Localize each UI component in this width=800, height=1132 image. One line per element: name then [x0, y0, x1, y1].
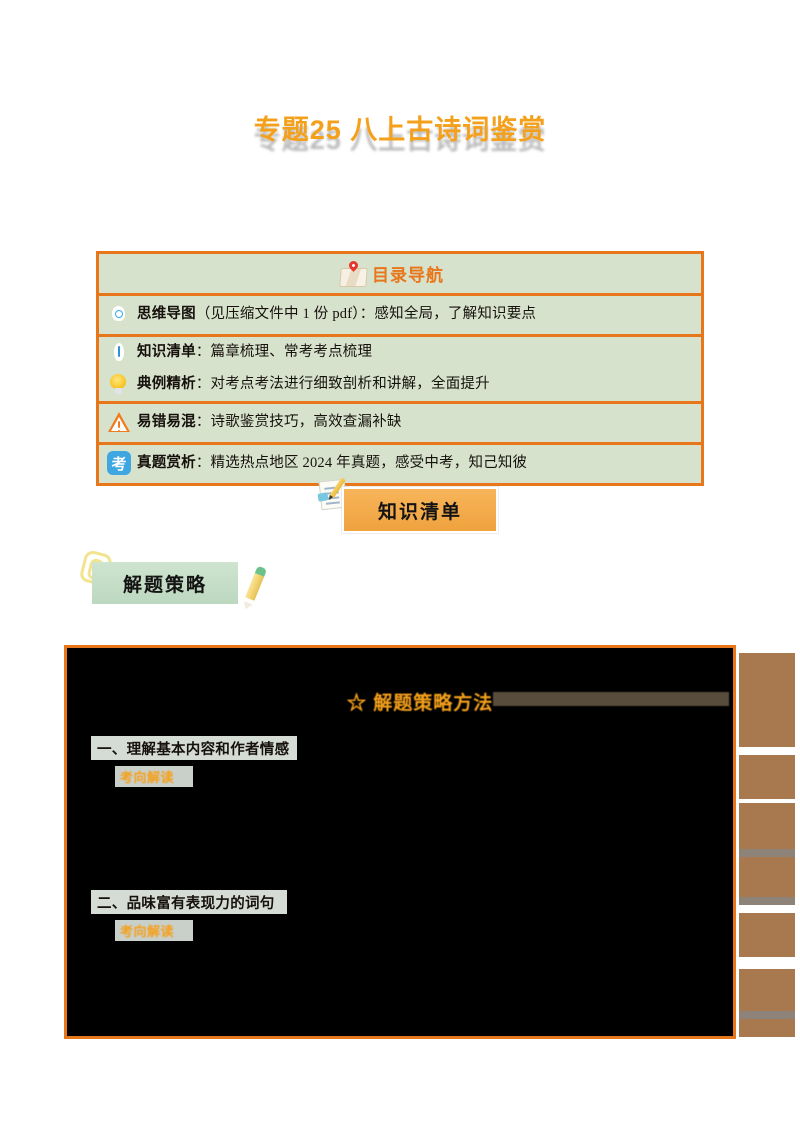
nav-row-text: ：精选热点地区 2024 年真题，感受中考，知己知彼 — [195, 455, 528, 472]
content-tag-2-text: 考向解读 — [120, 924, 175, 939]
content-tag-1: 考向解读 — [115, 766, 193, 787]
nav-row-common-mistakes: 易错易混：诗歌鉴赏技巧，高效查漏补缺 — [99, 404, 701, 445]
page-title-shadow: 专题25 八上古诗词鉴赏 — [253, 125, 547, 155]
redaction-block — [739, 897, 795, 905]
content-tag-2: 考向解读 — [115, 920, 193, 941]
nav-row-example-analysis: 典例精析：对考点考法进行细致剖析和讲解，全面提升 — [99, 369, 701, 401]
knowledge-checklist-banner: 知识清单 — [317, 476, 508, 536]
directory-nav-title: 目录导航 — [372, 266, 444, 285]
content-tag-1-text: 考向解读 — [120, 770, 175, 785]
warning-triangle-icon — [107, 410, 133, 436]
nav-row-lead: 真题赏析 — [137, 455, 196, 472]
exam-kao-icon: 考 — [107, 451, 133, 477]
pen-checklist-icon — [107, 340, 133, 366]
redaction-block — [739, 849, 795, 857]
nav-row-text: ：对考点考法进行细致剖析和讲解，全面提升 — [195, 376, 490, 393]
redaction-block — [739, 755, 795, 799]
redaction-block — [739, 1011, 795, 1019]
nav-row-lead: 典例精析 — [137, 376, 196, 393]
redaction-block — [739, 913, 795, 957]
solving-strategy-banner: 解题策略 — [76, 549, 268, 614]
content-heading-1: 一、理解基本内容和作者情感 — [91, 736, 297, 760]
nav-row-real-exam: 考 真题赏析：精选热点地区 2024 年真题，感受中考，知己知彼 — [99, 445, 701, 483]
redaction-block — [739, 1019, 795, 1037]
content-heading-1-text: 一、理解基本内容和作者情感 — [97, 741, 290, 758]
mind-map-icon — [107, 302, 133, 328]
knowledge-checklist-label: 知识清单 — [377, 501, 462, 523]
pencil-icon — [240, 565, 268, 612]
content-heading-2: 二、品味富有表现力的词句 — [91, 890, 287, 914]
nav-row-text: （见压缩文件中 1 份 pdf）：感知全局，了解知识要点 — [195, 306, 537, 323]
redaction-block — [739, 857, 795, 897]
nav-row-text: ：篇章梳理、常考考点梳理 — [195, 344, 373, 361]
redaction-block — [739, 969, 795, 1011]
redaction-block — [739, 653, 795, 747]
content-heading-2-text: 二、品味富有表现力的词句 — [97, 895, 275, 912]
nav-row-mind-map: 思维导图（见压缩文件中 1 份 pdf）：感知全局，了解知识要点 — [99, 296, 701, 337]
nav-row-text: ：诗歌鉴赏技巧，高效查漏补缺 — [195, 414, 402, 431]
directory-nav-header: 目录导航 — [99, 254, 701, 296]
nav-row-group-checklist-analysis: 知识清单：篇章梳理、常考考点梳理 典例精析：对考点考法进行细致剖析和讲解，全面提… — [99, 337, 701, 404]
lightbulb-icon — [107, 372, 133, 398]
directory-nav-box: 目录导航 思维导图（见压缩文件中 1 份 pdf）：感知全局，了解知识要点 知识… — [96, 251, 704, 486]
redaction-block — [739, 803, 795, 849]
main-content-box: ☆ 解题策略方法 一、理解基本内容和作者情感 考向解读 二、品味富有表现力的词句… — [64, 645, 736, 1039]
page-title: 专题25 八上古诗词鉴赏 — [253, 115, 547, 145]
content-section-title: ☆ 解题策略方法 — [347, 688, 731, 715]
nav-row-lead: 思维导图 — [137, 306, 196, 323]
nav-row-lead: 知识清单 — [137, 344, 196, 361]
nav-row-lead: 易错易混 — [137, 414, 196, 431]
map-pin-icon — [339, 258, 368, 287]
nav-row-knowledge-checklist: 知识清单：篇章梳理、常考考点梳理 — [99, 337, 701, 369]
right-margin-redaction-blocks — [739, 645, 795, 1039]
solving-strategy-label: 解题策略 — [122, 574, 207, 596]
